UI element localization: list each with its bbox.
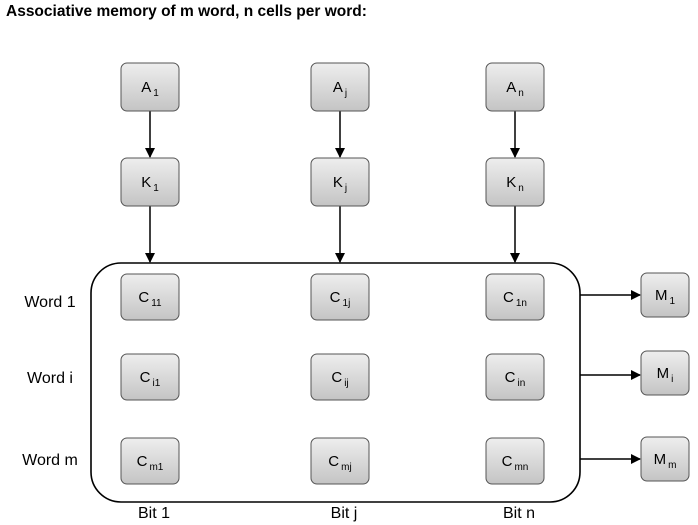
cell-in-shape [485, 353, 545, 401]
argument-box-1-shape [120, 62, 180, 112]
key-box-n-shape [485, 157, 545, 207]
cell-11-shape [120, 273, 180, 321]
diagram-title: Associative memory of m word, n cells pe… [6, 3, 367, 20]
key-box-1-shape [120, 157, 180, 207]
bit-label-3: Bit n [503, 505, 535, 522]
word-label-3: Word m [22, 452, 78, 469]
cell-m1-shape [120, 437, 180, 485]
word-label-1: Word 1 [24, 294, 75, 311]
cell-1n-shape [485, 273, 545, 321]
cell-mj-shape [310, 437, 370, 485]
cell-ij-shape [310, 353, 370, 401]
argument-box-n-shape [485, 62, 545, 112]
bit-label-1: Bit 1 [138, 505, 170, 522]
bit-label-2: Bit j [331, 505, 358, 522]
match-box-1-shape [640, 272, 690, 318]
cell-1j-shape [310, 273, 370, 321]
memory-array-outline [90, 262, 581, 503]
match-box-m-shape [640, 436, 690, 482]
match-box-i-shape [640, 350, 690, 396]
word-label-2: Word i [27, 370, 73, 387]
key-box-j-shape [310, 157, 370, 207]
cell-i1-shape [120, 353, 180, 401]
argument-box-j-shape [310, 62, 370, 112]
cell-mn-shape [485, 437, 545, 485]
